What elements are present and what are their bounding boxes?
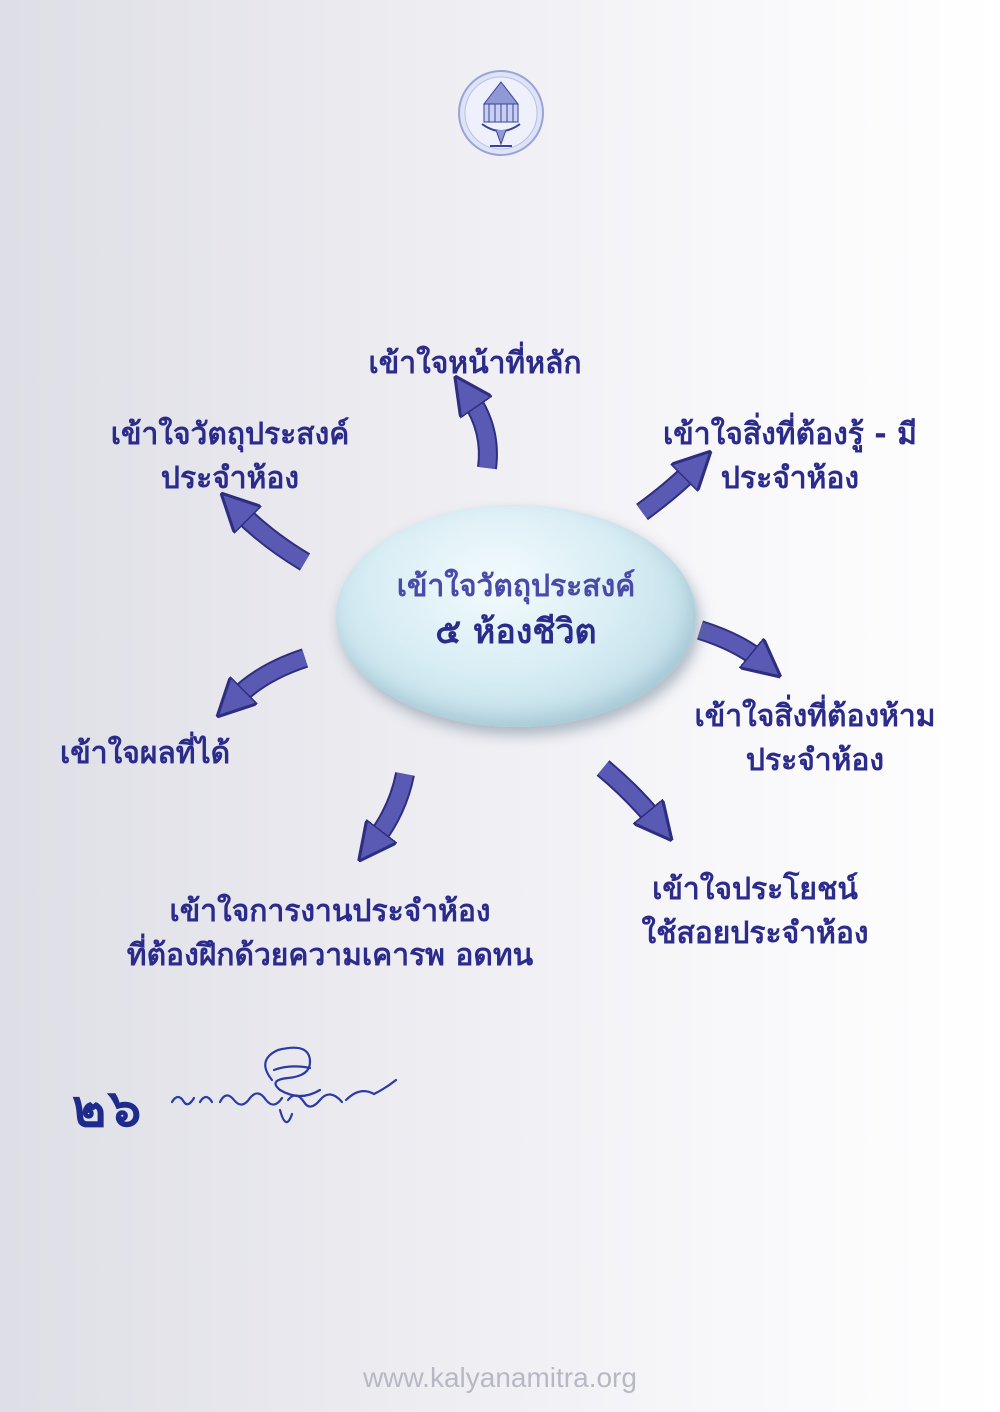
arrow-right bbox=[696, 620, 760, 660]
node-right: เข้าใจสิ่งที่ต้องห้าม ประจำห้อง bbox=[670, 695, 960, 783]
center-node-label: เข้าใจวัตถุประสงค์ ๕ ห้องชีวิต bbox=[336, 565, 696, 655]
node-top-right: เข้าใจสิ่งที่ต้องรู้ - มี ประจำห้อง bbox=[640, 413, 940, 501]
node-top-left-line2: ประจำห้อง bbox=[160, 461, 300, 496]
node-top-left: เข้าใจวัตถุประสงค์ ประจำห้อง bbox=[70, 413, 390, 501]
center-title-line2: ๕ ห้องชีวิต bbox=[435, 612, 597, 652]
arrow-up-left bbox=[240, 512, 311, 571]
arrow-up-right bbox=[636, 470, 692, 521]
node-top-left-line1: เข้าใจวัตถุประสงค์ bbox=[110, 417, 350, 452]
node-bottom-left-line2: ที่ต้องฝึกด้วยความเคารพ อดทน bbox=[126, 938, 534, 973]
node-bottom-right-line2: ใช้สอยประจำห้อง bbox=[641, 916, 869, 951]
center-title-line1: เข้าใจวัตถุประสงค์ bbox=[396, 569, 636, 604]
node-bottom-left-line1: เข้าใจการงานประจำห้อง bbox=[169, 894, 491, 929]
arrow-down-left bbox=[375, 771, 415, 840]
signature-image bbox=[170, 1046, 398, 1124]
footer-url: www.kalyanamitra.org bbox=[363, 1362, 637, 1393]
node-bottom-right-line1: เข้าใจประโยชน์ bbox=[652, 872, 858, 907]
page-number: ๒๖ bbox=[72, 1078, 144, 1139]
center-node-ellipse bbox=[336, 505, 696, 727]
arrow-down-right bbox=[596, 760, 655, 820]
node-top-right-line1: เข้าใจสิ่งที่ต้องรู้ - มี bbox=[663, 417, 917, 452]
arrow-up bbox=[470, 398, 498, 470]
node-top-right-line2: ประจำห้อง bbox=[720, 461, 860, 496]
node-left-text: เข้าใจผลที่ได้ bbox=[60, 736, 231, 771]
node-bottom-left: เข้าใจการงานประจำห้อง ที่ต้องฝึกด้วยความ… bbox=[90, 890, 570, 978]
temple-emblem-icon bbox=[458, 70, 544, 156]
node-top-text: เข้าใจหน้าที่หลัก bbox=[368, 346, 582, 381]
node-top: เข้าใจหน้าที่หลัก bbox=[340, 342, 610, 386]
node-right-line1: เข้าใจสิ่งที่ต้องห้าม bbox=[694, 699, 936, 734]
arrow-left bbox=[236, 648, 309, 698]
node-right-line2: ประจำห้อง bbox=[745, 743, 885, 778]
node-bottom-right: เข้าใจประโยชน์ ใช้สอยประจำห้อง bbox=[610, 868, 900, 956]
node-left: เข้าใจผลที่ได้ bbox=[60, 732, 260, 776]
